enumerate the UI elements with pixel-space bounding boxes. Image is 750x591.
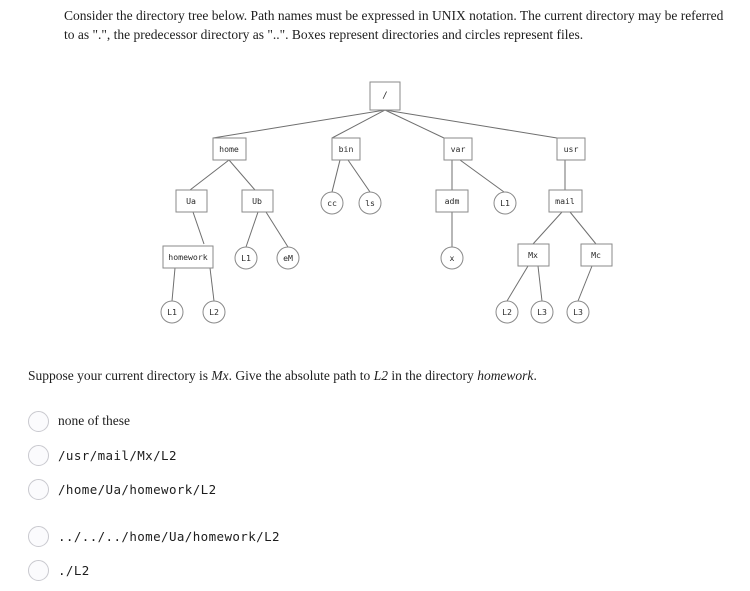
tree-node-ua (175, 189, 208, 213)
question-part4: . (533, 368, 537, 383)
edge-homework-l2 (209, 267, 215, 302)
tree-node-var-l1 (493, 191, 517, 215)
question-directory: homework (477, 368, 534, 383)
tree-node-ub (241, 189, 274, 213)
radio-button-0[interactable] (28, 410, 49, 432)
question-part2: . Give the absolute path to (228, 368, 374, 383)
tree-node-bin-label: bin (339, 144, 354, 154)
option-row-2[interactable]: /home/Ua/homework/L2 (28, 472, 718, 506)
tree-node-var-l1-label: L1 (500, 198, 510, 208)
edge-ub-l1 (245, 211, 259, 248)
question-target: L2 (373, 368, 388, 383)
option-label-1[interactable]: /usr/mail/Mx/L2 (58, 447, 177, 463)
tree-node-mc-l3 (566, 300, 590, 324)
tree-node-bin (331, 137, 361, 161)
tree-node-em (276, 246, 300, 270)
edge-root-usr (384, 109, 558, 139)
edge-mx-l3 (537, 265, 543, 302)
tree-node-mc (580, 243, 613, 267)
tree-node-ls (358, 191, 382, 215)
edge-root-var (384, 109, 445, 139)
radio-button-2[interactable] (28, 478, 49, 500)
edge-homework-l1 (171, 267, 176, 302)
tree-node-ua-label: Ua (186, 196, 196, 206)
tree-node-cc (320, 191, 344, 215)
edge-home-ua (189, 159, 230, 191)
tree-node-homework-label: homework (168, 252, 208, 262)
edge-root-home (212, 109, 386, 139)
edge-ub-em (265, 211, 289, 248)
edge-mx-l2 (506, 265, 529, 302)
option-row-1[interactable]: /usr/mail/Mx/L2 (28, 438, 718, 472)
option-label-2[interactable]: /home/Ua/homework/L2 (58, 481, 217, 497)
tree-node-home-label: home (219, 144, 239, 154)
question-part3: in the directory (387, 368, 478, 383)
directory-tree-svg: / home bin var usr Ua Ub cc ls adm L1 ma… (160, 81, 613, 324)
radio-button-1[interactable] (28, 444, 49, 466)
tree-node-adm (435, 189, 469, 213)
tree-node-root-label: / (382, 91, 387, 101)
tree-node-hw-l2 (202, 300, 226, 324)
tree-node-mx-l3 (530, 300, 554, 324)
edge-bin-ls (347, 159, 371, 193)
edge-var-l1 (459, 159, 505, 193)
tree-node-usr-label: usr (564, 144, 579, 154)
tree-node-adm-label: adm (445, 196, 460, 206)
tree-node-ub-l1 (234, 246, 258, 270)
tree-node-mx-l2-label: L2 (502, 307, 512, 317)
tree-node-hw-l2-label: L2 (209, 307, 219, 317)
option-row-0[interactable]: none of these (28, 404, 718, 438)
tree-node-hw-l1 (160, 300, 184, 324)
tree-node-mc-l3-label: L3 (573, 307, 583, 317)
tree-node-mx-l2 (495, 300, 519, 324)
tree-node-var (443, 137, 473, 161)
tree-node-mail (548, 189, 583, 213)
tree-node-cc-label: cc (327, 198, 337, 208)
question-current-dir: Mx (211, 368, 229, 383)
radio-button-3[interactable] (28, 525, 49, 547)
tree-node-mx-l3-label: L3 (537, 307, 547, 317)
tree-node-root (369, 81, 401, 111)
edge-mail-mx (532, 211, 563, 245)
radio-button-4[interactable] (28, 559, 49, 581)
edge-mc-l3 (577, 265, 593, 302)
tree-node-var-label: var (451, 144, 466, 154)
option-label-0[interactable]: none of these (58, 413, 130, 428)
option-row-3[interactable]: ../../../home/Ua/homework/L2 (28, 519, 718, 553)
tree-node-homework (162, 245, 214, 269)
option-label-3[interactable]: ../../../home/Ua/homework/L2 (58, 528, 280, 544)
tree-node-mc-label: Mc (591, 250, 601, 260)
answer-options-group[interactable]: none of these /usr/mail/Mx/L2 /home/Ua/h… (28, 404, 718, 587)
tree-node-ub-label: Ub (252, 196, 262, 206)
tree-node-x-label: x (450, 253, 455, 263)
tree-node-hw-l1-label: L1 (167, 307, 177, 317)
tree-node-mx (517, 243, 550, 267)
option-row-4[interactable]: ./L2 (28, 553, 718, 587)
tree-node-ub-l1-label: L1 (241, 253, 251, 263)
question-part1: Suppose your current directory is (28, 368, 212, 383)
option-label-4[interactable]: ./L2 (58, 562, 90, 578)
edge-root-bin (331, 109, 386, 139)
tree-node-ls-label: ls (365, 198, 375, 208)
tree-node-x (440, 246, 464, 270)
edge-ua-homework (192, 211, 205, 245)
directory-tree-figure: / home bin var usr Ua Ub cc ls adm L1 ma… (0, 72, 750, 352)
edge-bin-cc (331, 159, 341, 193)
intro-paragraph: Consider the directory tree below. Path … (64, 8, 724, 43)
edge-home-ub (228, 159, 256, 191)
question-text: Suppose your current directory is Mx. Gi… (28, 368, 718, 384)
tree-node-em-label: eM (283, 253, 293, 263)
tree-node-home (212, 137, 247, 161)
tree-node-mail-label: mail (555, 196, 575, 206)
tree-node-usr (556, 137, 586, 161)
edge-mail-mc (569, 211, 597, 245)
tree-node-mx-label: Mx (528, 250, 538, 260)
